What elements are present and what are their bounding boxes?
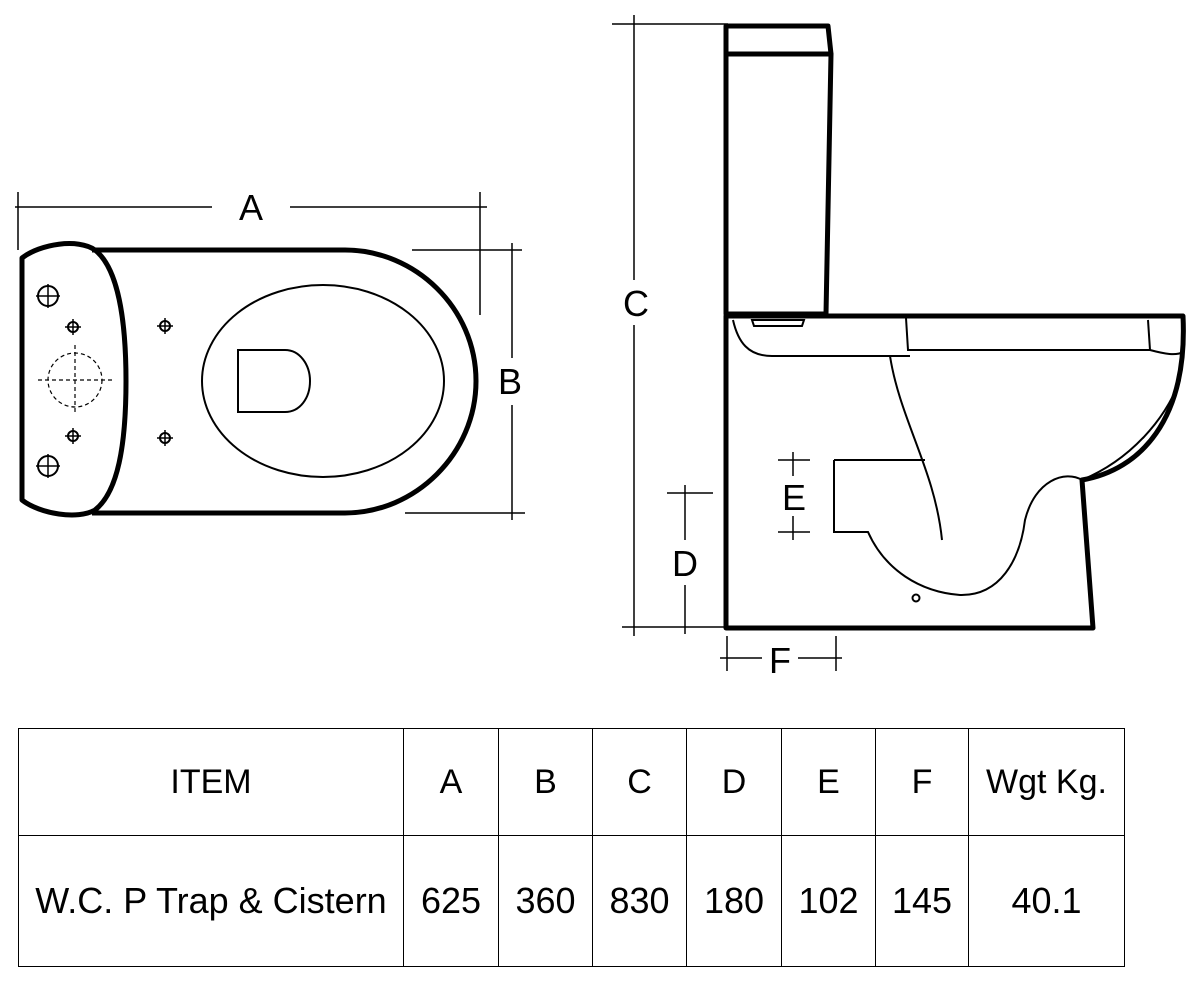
dimension-label-b: B xyxy=(498,361,522,402)
dimension-label-c: C xyxy=(623,283,649,324)
specification-table: ITEM A B C D E F Wgt Kg. W.C. P Trap & C… xyxy=(18,728,1125,967)
cell-d: 180 xyxy=(686,835,782,967)
cell-a: 625 xyxy=(403,835,499,967)
header-item: ITEM xyxy=(18,728,404,836)
plan-view: A B xyxy=(15,187,525,520)
dimension-label-d: D xyxy=(672,543,698,584)
dimension-label-f: F xyxy=(769,640,791,681)
cell-b: 360 xyxy=(498,835,593,967)
cell-f: 145 xyxy=(875,835,969,967)
cell-e: 102 xyxy=(781,835,876,967)
cell-item: W.C. P Trap & Cistern xyxy=(18,835,404,967)
header-a: A xyxy=(403,728,499,836)
table-header-row: ITEM A B C D E F Wgt Kg. xyxy=(18,728,1125,836)
header-d: D xyxy=(686,728,782,836)
header-e: E xyxy=(781,728,876,836)
side-view: C D E F xyxy=(612,15,1186,681)
cell-c: 830 xyxy=(592,835,687,967)
header-c: C xyxy=(592,728,687,836)
technical-drawing: A B C D xyxy=(15,15,1186,681)
cell-weight: 40.1 xyxy=(968,835,1125,967)
header-weight: Wgt Kg. xyxy=(968,728,1125,836)
dimension-label-a: A xyxy=(239,187,263,228)
dimension-label-e: E xyxy=(782,477,806,518)
table-row: W.C. P Trap & Cistern 625 360 830 180 10… xyxy=(18,835,1125,967)
header-f: F xyxy=(875,728,969,836)
header-b: B xyxy=(498,728,593,836)
